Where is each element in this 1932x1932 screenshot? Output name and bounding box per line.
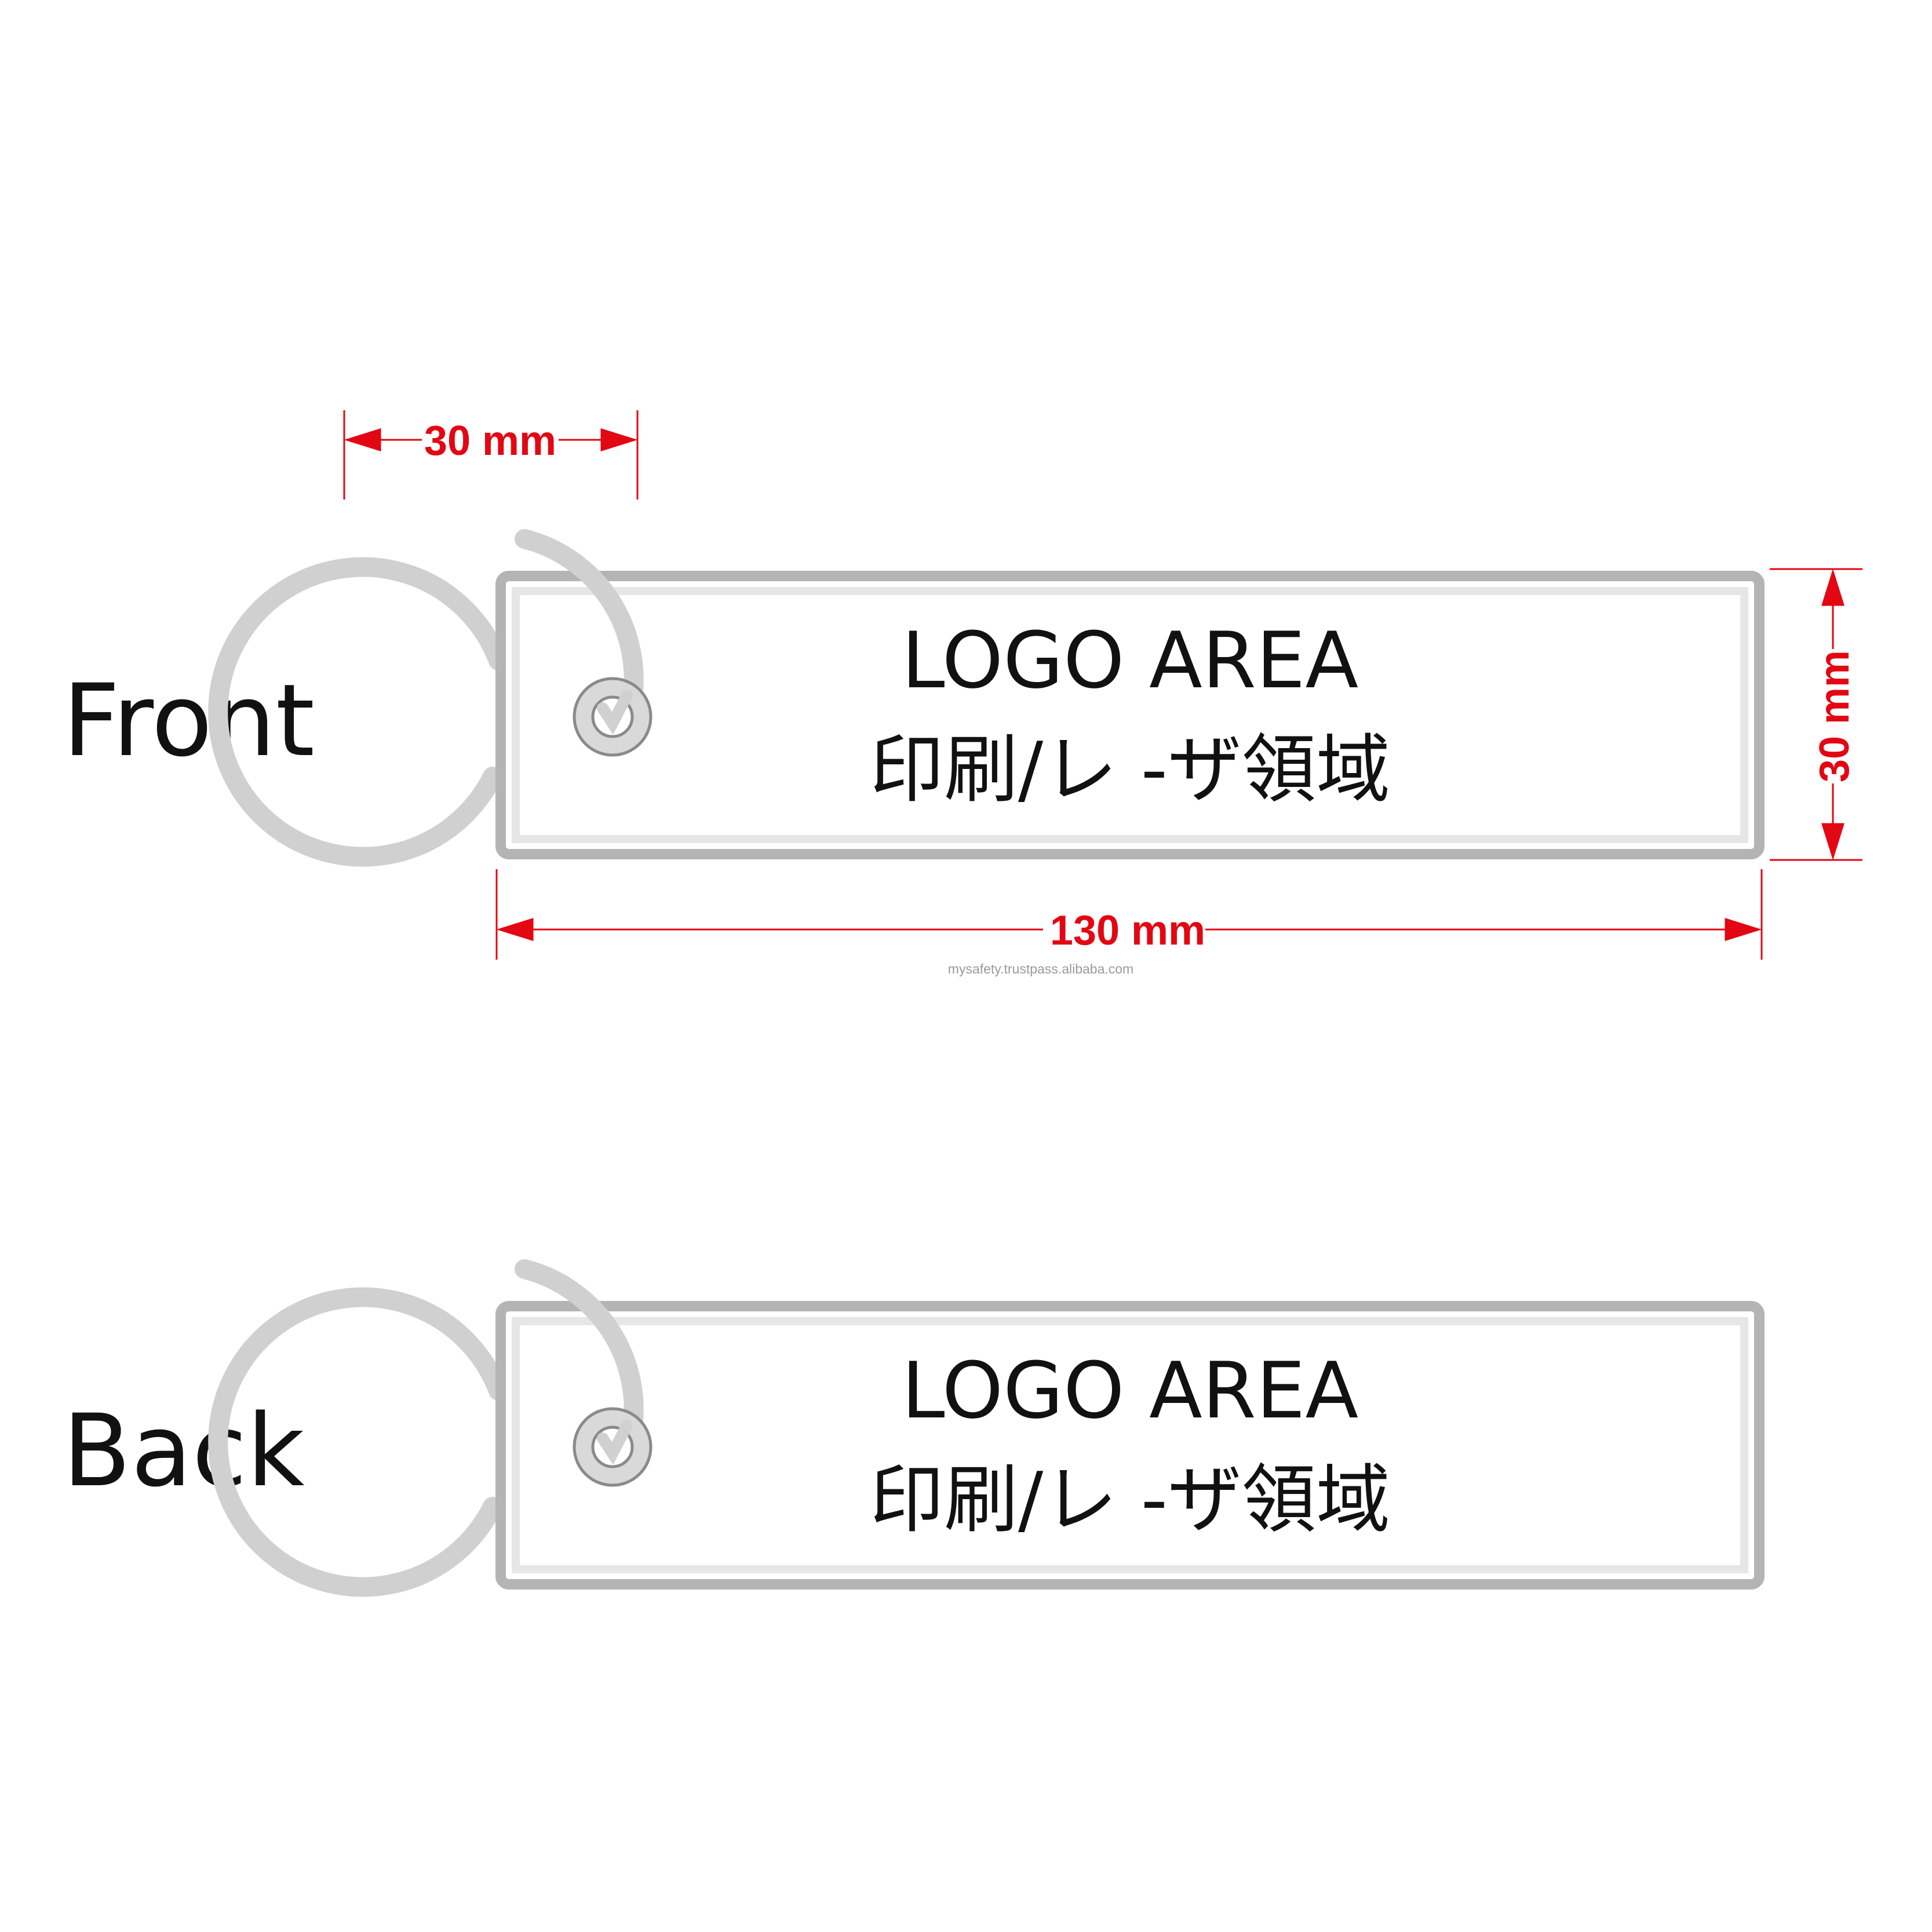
ring-width-label: 30 mm (424, 418, 556, 464)
back-tag-inner-border (512, 1317, 1748, 1573)
back-key-ring-overlap (515, 1259, 644, 1444)
ring-width-dimension: 30 mm (343, 410, 639, 500)
tag-length-label: 130 mm (1050, 907, 1205, 954)
back-grommet-icon (573, 1407, 652, 1487)
back-tag-group: LOGO AREA 印刷/レ -ザ領域 (208, 1259, 1765, 1597)
front-grommet-icon (573, 677, 652, 757)
front-tag-body (495, 571, 1765, 859)
back-key-ring (208, 1287, 508, 1597)
tag-length-dimension: 130 mm (495, 869, 1763, 960)
front-logo-area-text: LOGO AREA (902, 615, 1358, 706)
back-label: Back (63, 1393, 305, 1509)
back-tag-body (495, 1301, 1765, 1590)
back-logo-area-text: LOGO AREA (902, 1346, 1358, 1436)
watermark-text: mysafety.trustpass.alibaba.com (948, 961, 1133, 976)
front-key-ring (208, 557, 508, 867)
front-print-area-text: 印刷/レ -ザ領域 (870, 727, 1390, 813)
back-print-area-text: 印刷/レ -ザ領域 (870, 1457, 1390, 1543)
front-label: Front (63, 662, 315, 779)
front-key-ring-overlap (515, 529, 644, 714)
front-tag-group: LOGO AREA 印刷/レ -ザ領域 (208, 529, 1765, 867)
tag-height-label: 30 mm (1811, 650, 1858, 782)
front-tag-inner-border (512, 587, 1748, 843)
tag-height-dimension: 30 mm (1770, 568, 1862, 861)
